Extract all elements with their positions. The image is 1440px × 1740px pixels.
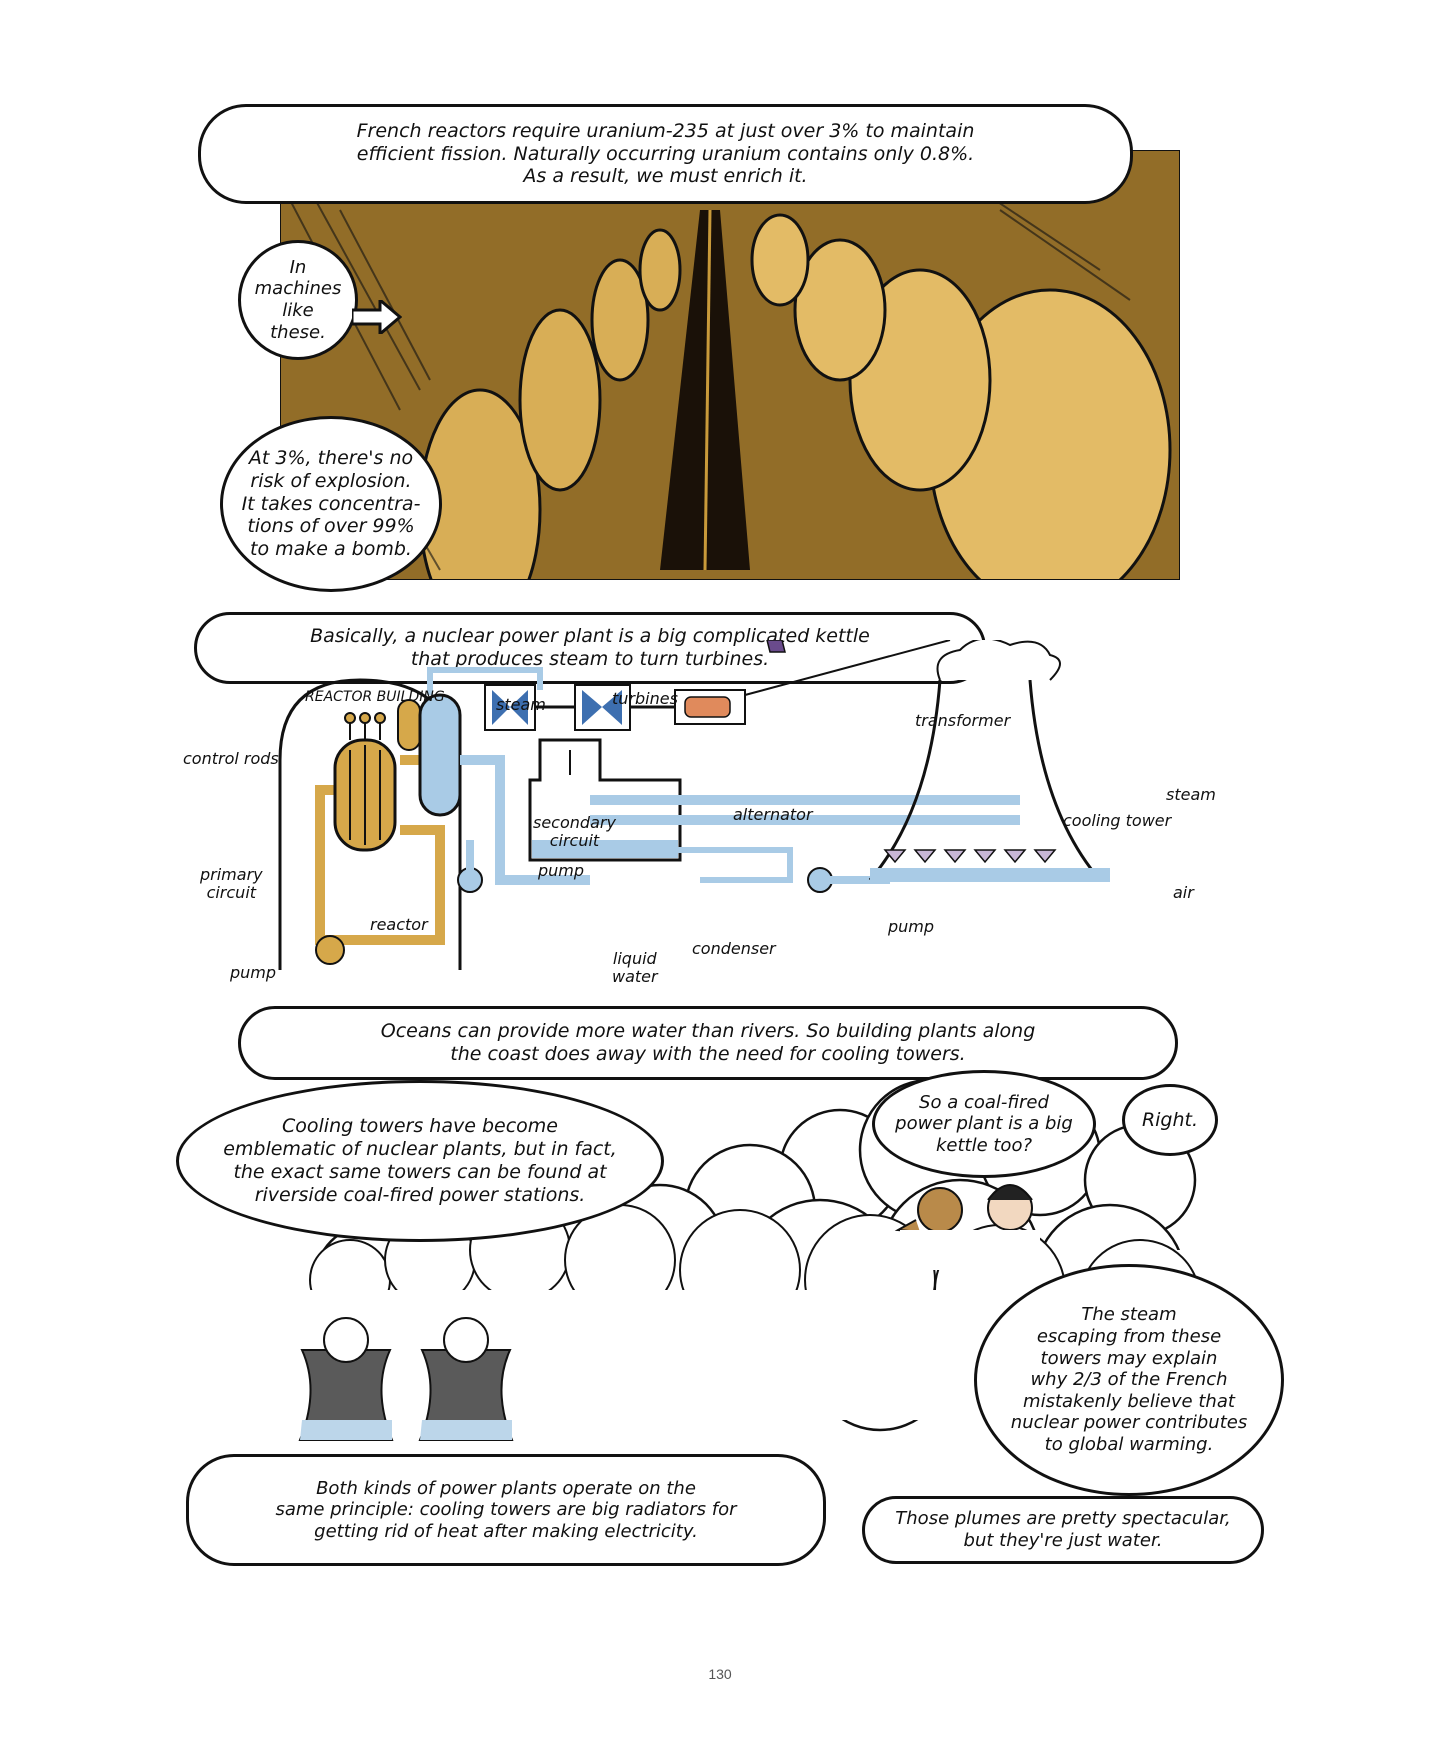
bubble-steam-escaping-text: The steam escaping from these towers may… xyxy=(1010,1304,1248,1455)
caption-oceans: Oceans can provide more water than river… xyxy=(238,1006,1178,1080)
caption-enrichment-text: French reactors require uranium-235 at j… xyxy=(356,119,975,188)
bubble-coal-fired: So a coal-fired power plant is a big ket… xyxy=(872,1070,1096,1178)
label-condenser: condenser xyxy=(692,939,776,958)
label-steam-top: steam xyxy=(496,695,546,714)
label-cooling-tower: cooling tower xyxy=(1063,811,1172,830)
label-steam-tower: steam xyxy=(1166,785,1216,804)
label-pump-left: pump xyxy=(230,963,277,982)
label-alternator: alternator xyxy=(733,805,813,824)
bubble-machines: In machines like these. xyxy=(238,240,358,360)
label-liquid-water: liquid water xyxy=(612,949,658,986)
caption-enrichment: French reactors require uranium-235 at j… xyxy=(198,104,1133,204)
bubble-right: Right. xyxy=(1122,1084,1218,1156)
bubble-emblematic-text: Cooling towers have become emblematic of… xyxy=(223,1115,617,1206)
arrow-icon xyxy=(352,300,402,334)
label-control-rods: control rods xyxy=(183,749,279,768)
bubble-principle-text: Both kinds of power plants operate on th… xyxy=(275,1477,737,1542)
label-reactor-building: REACTOR BUILDING xyxy=(305,689,445,705)
caption-kettle: Basically, a nuclear power plant is a bi… xyxy=(194,612,986,684)
bubble-principle: Both kinds of power plants operate on th… xyxy=(186,1454,826,1566)
label-air: air xyxy=(1173,883,1194,902)
caption-oceans-text: Oceans can provide more water than river… xyxy=(380,1020,1036,1065)
bubble-explosion-text: At 3%, there's no risk of explosion. It … xyxy=(241,447,421,561)
label-pump-mid: pump xyxy=(538,861,585,880)
bubble-steam-escaping: The steam escaping from these towers may… xyxy=(974,1264,1284,1496)
caption-plumes-text: Those plumes are pretty spectacular, but… xyxy=(895,1508,1231,1551)
label-secondary-circuit: secondary circuit xyxy=(533,813,616,850)
panel-enrichment-plant xyxy=(280,150,1180,580)
bubble-right-text: Right. xyxy=(1141,1108,1199,1131)
power-plant-diagram xyxy=(278,640,1110,970)
label-reactor: reactor xyxy=(370,915,428,934)
label-primary-circuit: primary circuit xyxy=(200,865,263,902)
enrichment-plant-illustration xyxy=(280,150,1180,580)
label-pump-right: pump xyxy=(888,917,935,936)
bubble-coal-fired-text: So a coal-fired power plant is a big ket… xyxy=(895,1091,1073,1156)
caption-plumes: Those plumes are pretty spectacular, but… xyxy=(862,1496,1264,1564)
caption-kettle-text: Basically, a nuclear power plant is a bi… xyxy=(310,625,870,670)
bubble-emblematic: Cooling towers have become emblematic of… xyxy=(176,1080,664,1242)
page-number: 130 xyxy=(708,1666,732,1682)
bubble-explosion: At 3%, there's no risk of explosion. It … xyxy=(220,416,442,592)
label-turbines: turbines xyxy=(612,689,678,708)
label-transformer: transformer xyxy=(915,711,1011,730)
bubble-machines-text: In machines like these. xyxy=(254,256,342,343)
